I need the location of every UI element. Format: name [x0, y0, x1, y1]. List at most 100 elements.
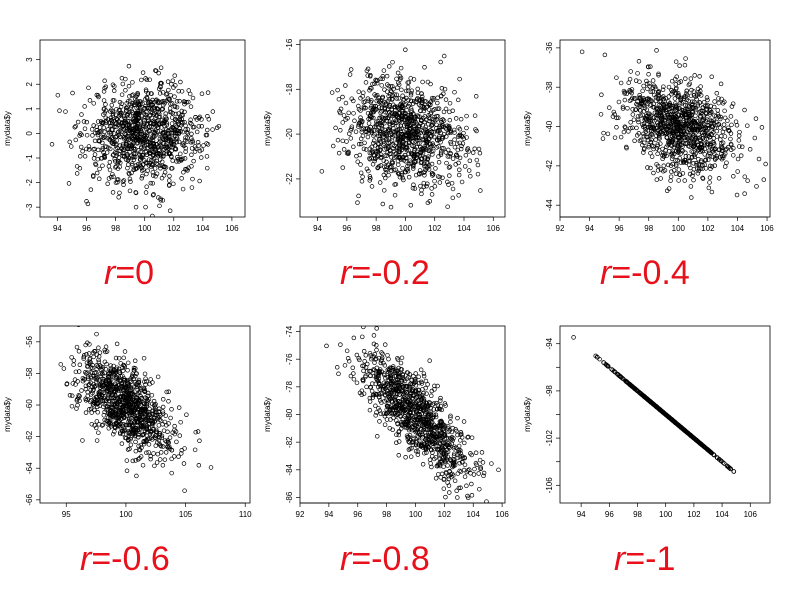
scatter-point [154, 171, 160, 176]
scatter-point [102, 144, 108, 149]
scatter-point [734, 192, 740, 198]
scatter-point [393, 167, 398, 172]
scatter-point [377, 419, 382, 424]
scatter-point [57, 108, 62, 113]
y-tick-label: -22 [285, 173, 294, 185]
scatter-point [173, 129, 179, 135]
scatter-point [691, 89, 696, 94]
scatter-point [125, 447, 131, 452]
scatter-point [102, 417, 107, 423]
scatter-point [650, 89, 656, 94]
scatter-point [378, 360, 384, 366]
scatter-point [696, 156, 701, 162]
scatter-point [394, 92, 399, 97]
x-tick-label: 92 [556, 224, 565, 233]
scatter-point [612, 135, 618, 140]
scatter-points [319, 47, 483, 210]
scatter-point [650, 118, 655, 124]
scatter-point [170, 78, 176, 83]
scatter-point [367, 178, 372, 183]
scatter-point [169, 134, 175, 139]
scatter-point [133, 458, 138, 463]
scatter-point [707, 153, 713, 159]
y-tick-label: 0 [25, 131, 34, 136]
scatter-point [709, 189, 715, 195]
scatter-point [635, 71, 640, 76]
y-tick-label: -2 [25, 178, 34, 186]
scatter-point [432, 383, 437, 389]
scatter-point [169, 121, 175, 126]
scatter-point [654, 48, 659, 53]
scatter-point [66, 181, 72, 186]
scatter-point [190, 176, 195, 182]
scatter-point [389, 159, 395, 165]
scatter-point [433, 412, 439, 418]
scatter-point [406, 439, 411, 444]
scatter-point [655, 143, 660, 149]
scatter-point [175, 154, 180, 160]
scatter-point [132, 358, 138, 363]
scatter-point [691, 142, 697, 147]
scatter-point [705, 126, 710, 131]
scatter-point [403, 133, 409, 138]
scatter-point [101, 125, 107, 130]
scatter-point [386, 83, 391, 89]
scatter-point [759, 125, 765, 130]
scatter-point [446, 424, 451, 429]
scatter-point [361, 104, 367, 110]
scatter-point [410, 139, 416, 144]
scatter-point [382, 342, 388, 347]
scatter-point [435, 383, 440, 389]
scatter-point [413, 371, 418, 376]
scatter-point [440, 427, 445, 432]
scatter-point [442, 86, 448, 92]
scatter-point [137, 134, 143, 140]
scatter-point [469, 435, 475, 440]
scatter-point [104, 407, 109, 413]
scatter-point [366, 121, 372, 126]
scatter-point [160, 444, 166, 449]
scatter-point [687, 171, 693, 177]
scatter-point [742, 191, 747, 196]
scatter-point [689, 195, 694, 200]
scatter-point [143, 87, 149, 93]
scatter-point [367, 395, 373, 401]
scatter-point [143, 190, 149, 195]
scatter-point [395, 357, 401, 362]
scatter-point [414, 144, 420, 150]
scatter-point [97, 176, 102, 182]
scatter-point [167, 106, 173, 111]
scatter-point [439, 407, 445, 413]
scatter-point [131, 151, 137, 157]
scatter-point [358, 170, 364, 176]
scatter-point [716, 122, 721, 127]
scatter-point [417, 123, 422, 129]
scatter-point [413, 172, 419, 178]
scatter-point [160, 131, 165, 136]
scatter-point [143, 204, 148, 210]
scatter-point [382, 371, 387, 376]
scatter-point [654, 177, 660, 182]
scatter-point [688, 184, 694, 189]
scatter-point [408, 202, 414, 208]
scatter-point [688, 76, 694, 81]
scatter-point [720, 148, 725, 154]
scatter-point [146, 136, 151, 142]
scatter-point [450, 186, 456, 192]
scatter-point [90, 390, 95, 396]
scatter-point [150, 135, 155, 141]
scatter-point [183, 149, 188, 154]
scatter-point [621, 129, 627, 135]
scatter-point [165, 79, 171, 84]
scatter-point [69, 355, 74, 360]
scatter-point [116, 151, 122, 157]
scatter-point [145, 390, 151, 396]
scatter-point [418, 160, 424, 166]
scatter-point [131, 376, 136, 381]
scatter-point [104, 361, 109, 367]
scatter-point [438, 150, 444, 156]
scatter-point [58, 362, 64, 367]
scatter-point [128, 436, 133, 442]
scatter-point [729, 122, 734, 128]
